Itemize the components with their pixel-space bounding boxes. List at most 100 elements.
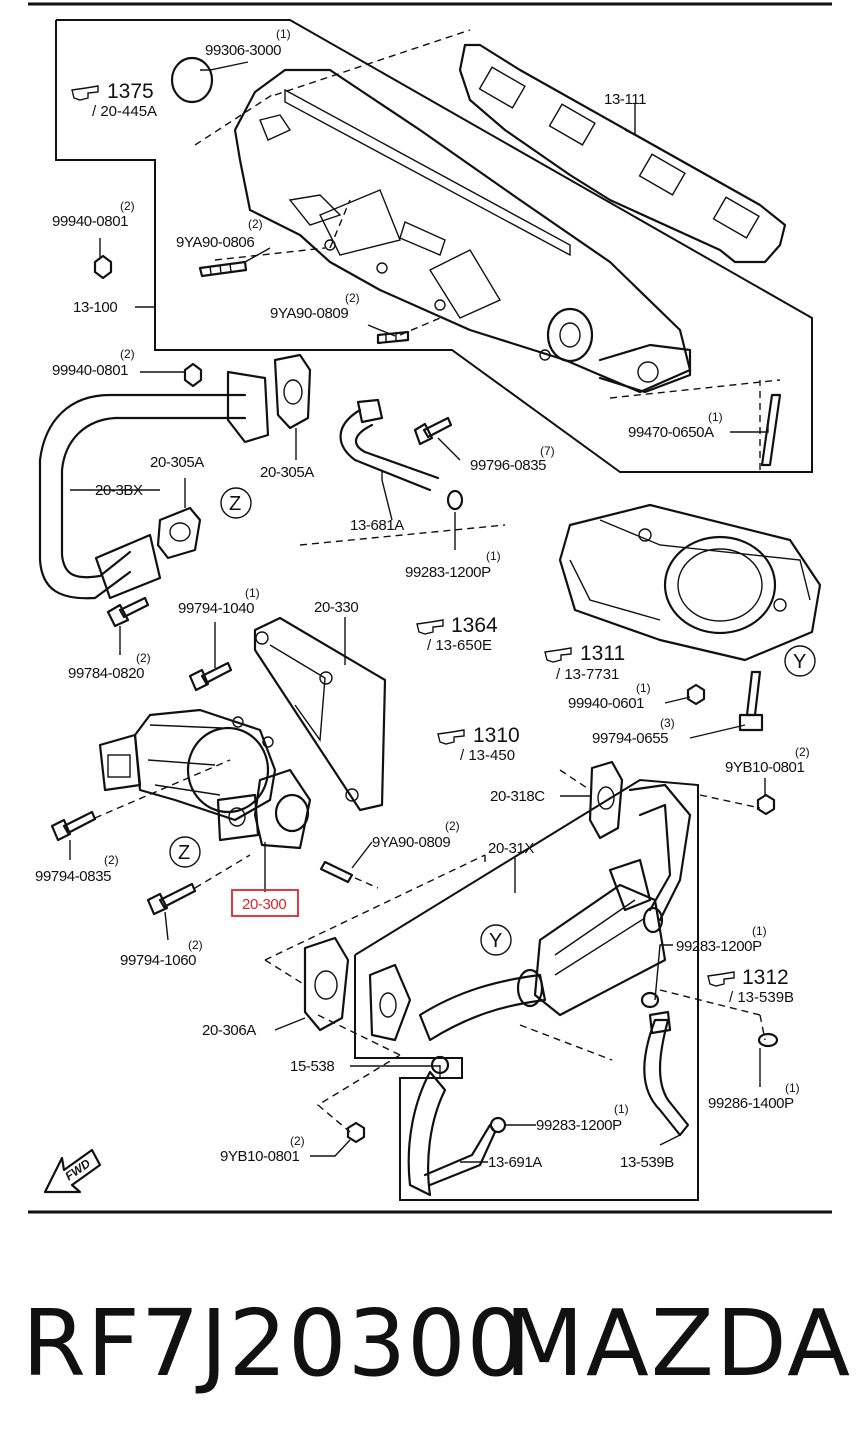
callout-99470[interactable]: (1)99470-0650A: [628, 410, 723, 441]
callout-20-318c[interactable]: 20-318C: [490, 788, 546, 805]
callout-13-111[interactable]: 13-111: [604, 91, 647, 108]
svg-text:(2): (2): [795, 745, 810, 759]
svg-text:99940-0601: 99940-0601: [568, 695, 644, 712]
callout-99784[interactable]: (2)99784-0820: [68, 651, 151, 682]
svg-text:1364: 1364: [451, 614, 498, 637]
callout-13-539b[interactable]: 13-539B: [620, 1154, 675, 1171]
callout-20-31x[interactable]: 20-31X: [488, 840, 535, 857]
nut-9yb10-a: [756, 793, 776, 816]
svg-text:20-305A: 20-305A: [260, 464, 314, 481]
callout-13-681a[interactable]: 13-681A: [350, 517, 405, 534]
reference-1312[interactable]: 1312 / 13-539B: [707, 966, 794, 1006]
svg-text:20-3BX: 20-3BX: [95, 482, 143, 499]
leader-lines: [69, 61, 769, 1163]
svg-text:Y: Y: [793, 651, 806, 673]
svg-text:99940-0801: 99940-0801: [52, 362, 128, 379]
egr-cooler-frame: [354, 778, 699, 1201]
reference-1364[interactable]: 1364 / 13-650E: [416, 614, 498, 654]
part-number-label: RF7J20300: [22, 1290, 527, 1397]
svg-text:(1): (1): [752, 924, 767, 938]
svg-text:99470-0650A: 99470-0650A: [628, 424, 714, 441]
stud-99470: [760, 393, 782, 467]
callout-99796[interactable]: (7)99796-0835: [470, 444, 555, 474]
egr-valve: [98, 708, 312, 850]
callout-99283-b[interactable]: (1)99283-1200P: [676, 924, 767, 955]
manifold-gasket: [458, 43, 787, 264]
callout-99940-a[interactable]: (2)99940-0801: [52, 199, 135, 230]
manifold-group-frame: [55, 19, 813, 473]
svg-text:9YA90-0809: 9YA90-0809: [270, 305, 348, 322]
svg-text:(1): (1): [785, 1081, 800, 1095]
callout-13-100[interactable]: 13-100: [73, 299, 118, 316]
callout-99283-a[interactable]: (1)99283-1200P: [405, 549, 501, 581]
callout-99794-0655[interactable]: (3)99794-0655: [592, 716, 675, 747]
hose-13-681a: [339, 398, 464, 511]
view-marker-z-lower: Z: [169, 836, 201, 868]
hose-13-539b: [640, 991, 690, 1137]
svg-text:99794-0655: 99794-0655: [592, 730, 668, 747]
egr-cooler: [368, 783, 692, 1042]
gasket-20-306a: [303, 936, 350, 1032]
stud-9ya90-0809: [376, 330, 410, 345]
pointing-hand-icon: [416, 619, 444, 635]
svg-text:1312: 1312: [742, 966, 789, 989]
callout-9yb10-a[interactable]: (2)9YB10-0801: [725, 745, 810, 776]
callout-99794-1040[interactable]: (1)99794-1040: [178, 586, 260, 617]
svg-text:13-691A: 13-691A: [488, 1154, 542, 1171]
pointing-hand-icon: [437, 729, 465, 745]
svg-text:99796-0835: 99796-0835: [470, 457, 546, 474]
svg-text:(1): (1): [276, 27, 291, 41]
reference-1310[interactable]: 1310 / 13-450: [437, 724, 520, 764]
brand-label: MAZDA: [504, 1290, 852, 1397]
reference-1375[interactable]: 1375 / 20-445A: [71, 80, 157, 120]
callout-99794-0835[interactable]: (2)99794-0835: [35, 853, 119, 885]
callout-20-305a-1[interactable]: 20-305A: [150, 454, 205, 471]
fwd-arrow-icon: FWD: [43, 1148, 102, 1194]
svg-text:99794-1040: 99794-1040: [178, 600, 254, 617]
svg-text:1310: 1310: [473, 724, 520, 747]
bolt-99784: [106, 596, 150, 628]
bolt-99796: [413, 416, 453, 446]
svg-text:13-681A: 13-681A: [350, 517, 404, 534]
svg-text:99794-0835: 99794-0835: [35, 868, 111, 885]
callout-20-300[interactable]: 20-300: [242, 896, 287, 913]
callout-99283-c[interactable]: (1)99283-1200P: [536, 1102, 629, 1134]
svg-text:13-111: 13-111: [604, 91, 646, 108]
callout-99940-0601[interactable]: (1)99940-0601: [568, 681, 651, 712]
callout-9ya90-0809[interactable]: (2)9YA90-0809: [270, 291, 360, 322]
callout-99940-b[interactable]: (2)99940-0801: [52, 347, 135, 379]
nut-99940-a: [93, 254, 113, 280]
svg-text:20-305A: 20-305A: [150, 454, 204, 471]
callout-20-306a[interactable]: 20-306A: [202, 1022, 257, 1039]
callout-13-691a[interactable]: 13-691A: [488, 1154, 543, 1171]
callout-99306[interactable]: (1)99306-3000: [205, 27, 291, 59]
svg-text:20-318C: 20-318C: [490, 788, 545, 805]
svg-text:1311: 1311: [580, 642, 625, 665]
callout-9ya90-0806[interactable]: (2)9YA90-0806: [176, 217, 263, 251]
svg-text:99306-3000: 99306-3000: [205, 42, 281, 59]
intake-manifold: [233, 68, 692, 394]
callout-15-538[interactable]: 15-538: [290, 1058, 335, 1075]
svg-text:9YB10-0801: 9YB10-0801: [220, 1148, 299, 1165]
reference-1311[interactable]: 1311 / 13-7731: [544, 642, 625, 683]
pointing-hand-icon: [544, 647, 572, 663]
callout-20-305a-2[interactable]: 20-305A: [260, 464, 315, 481]
svg-text:(2): (2): [290, 1134, 305, 1148]
gasket-20-305a-lower: [156, 506, 202, 560]
svg-text:(2): (2): [445, 819, 460, 833]
callout-9ya90-0809-b[interactable]: (2)9YA90-0809: [372, 819, 460, 851]
svg-text:99940-0801: 99940-0801: [52, 213, 128, 230]
svg-text:/ 13-7731: / 13-7731: [556, 666, 619, 683]
callout-9yb10-b[interactable]: (2)9YB10-0801: [220, 1134, 305, 1165]
callout-20-3bx[interactable]: 20-3BX: [95, 482, 143, 499]
svg-text:(2): (2): [120, 347, 135, 361]
clamp-99286: [757, 1032, 779, 1048]
callout-20-330[interactable]: 20-330: [314, 599, 359, 616]
svg-text:(2): (2): [104, 853, 119, 867]
svg-text:(2): (2): [136, 651, 151, 665]
dash-lines-middle: [94, 759, 766, 1133]
pointing-hand-icon: [71, 85, 99, 101]
callout-99794-1060[interactable]: (2)99794-1060: [120, 938, 203, 969]
throttle-body: [558, 503, 822, 662]
callout-99286[interactable]: (1)99286-1400P: [708, 1081, 800, 1112]
